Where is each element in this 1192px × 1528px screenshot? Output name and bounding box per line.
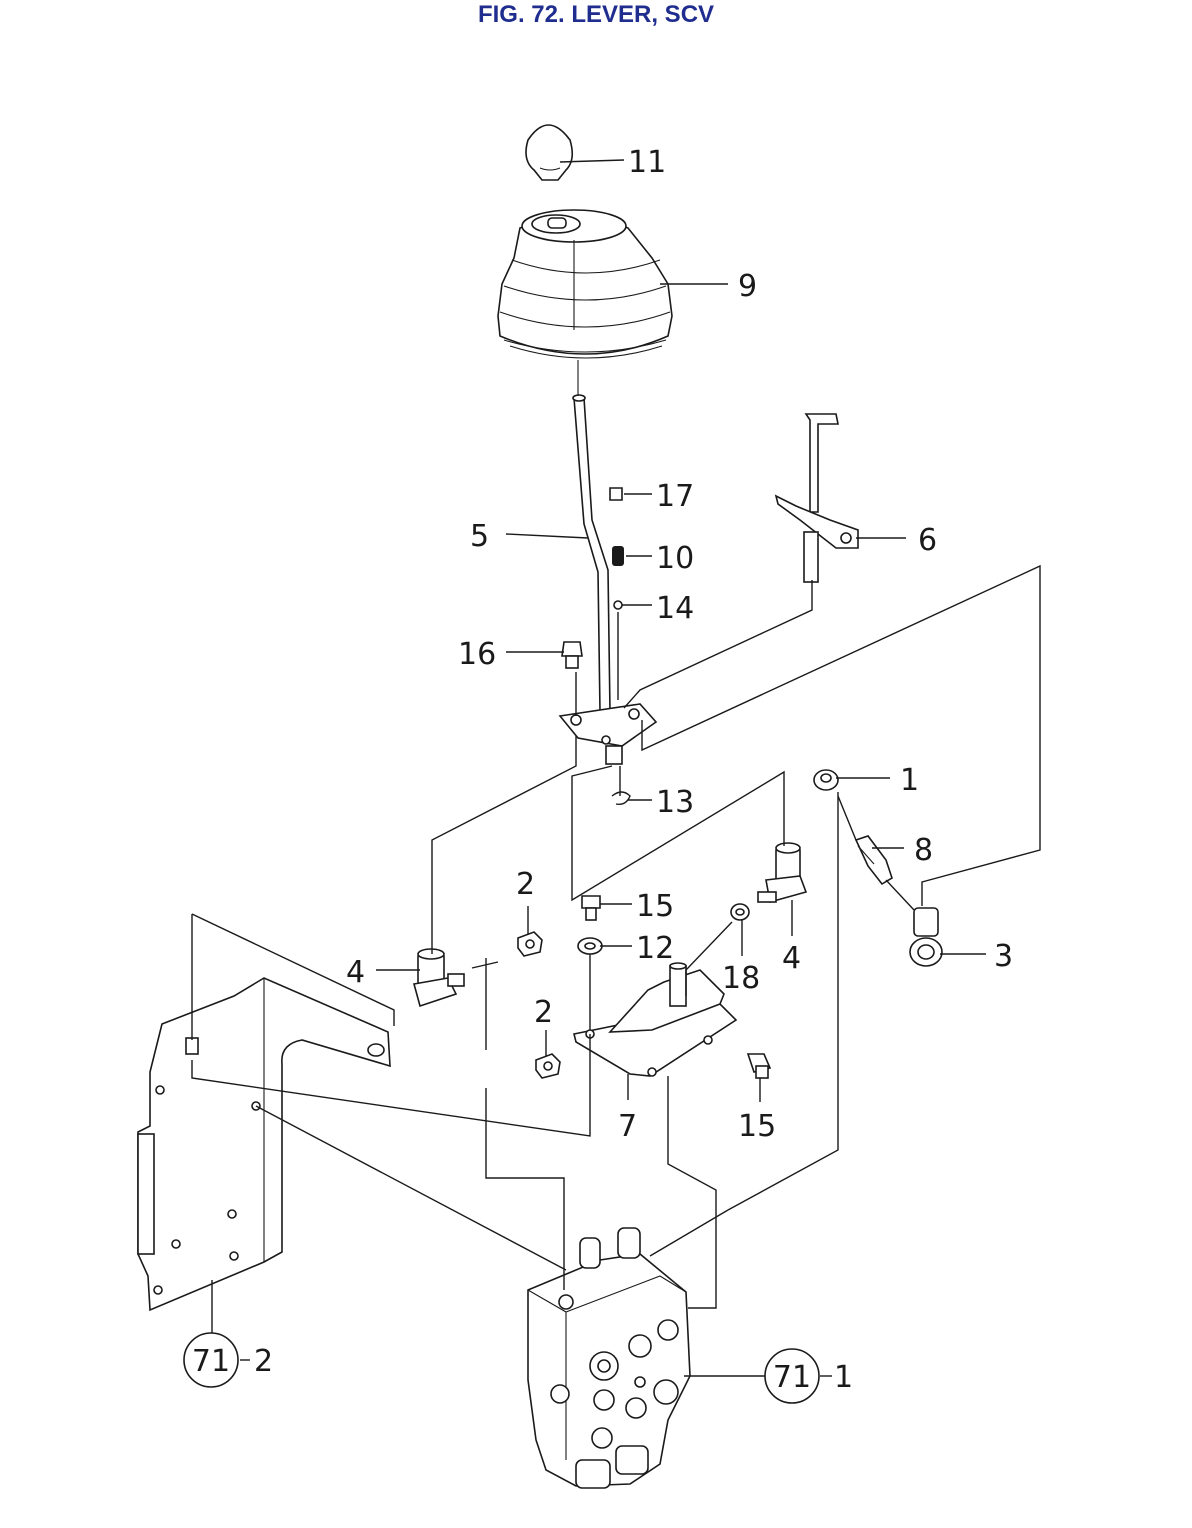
leader-lines [211, 159, 986, 1377]
nut-2a-part [517, 931, 543, 957]
bolt-16-part [561, 641, 583, 669]
fitting-4a-part [412, 948, 465, 1008]
ref-71-1-circle [764, 1348, 820, 1404]
nut-17-part [609, 487, 623, 501]
callout-9: 9 [738, 269, 757, 304]
ref-71-1-suffix: 1 [834, 1360, 853, 1395]
callout-15-upper: 15 [636, 889, 674, 924]
callout-10: 10 [656, 541, 694, 576]
callout-17: 17 [656, 479, 694, 514]
ref-71-2-circle [183, 1332, 239, 1388]
clip-13-part [611, 791, 631, 806]
fitting-4b-part [757, 842, 808, 904]
callout-3: 3 [994, 939, 1013, 974]
boot-part [497, 209, 673, 359]
oring-18-part [730, 903, 750, 921]
callout-12: 12 [636, 931, 674, 966]
bolt-15a-part [581, 895, 601, 921]
callout-16: 16 [458, 637, 496, 672]
ref-71-1-number: 71 [773, 1360, 811, 1395]
callout-2-upper: 2 [516, 867, 535, 902]
assembly-lines [191, 564, 1041, 1309]
ref-71-2-number: 71 [192, 1344, 230, 1379]
washer-12-part [577, 937, 603, 955]
callout-2-lower: 2 [534, 995, 553, 1030]
callout-4-right: 4 [782, 941, 801, 976]
callout-7: 7 [618, 1109, 637, 1144]
mounting-bracket-part [137, 977, 391, 1312]
ball-14-part [613, 600, 623, 610]
callout-18: 18 [722, 961, 760, 996]
callout-8: 8 [914, 833, 933, 868]
callout-13: 13 [656, 785, 694, 820]
linkage-6-part [774, 413, 859, 583]
bracket-7-part [573, 962, 738, 1077]
control-valve-part [527, 1227, 691, 1489]
callout-6: 6 [918, 523, 937, 558]
valve-8-part [854, 835, 893, 886]
callout-5: 5 [470, 519, 489, 554]
callout-1: 1 [900, 763, 919, 798]
bolt-15b-part [746, 1053, 772, 1079]
callout-15-lower: 15 [738, 1109, 776, 1144]
callout-4-left: 4 [346, 955, 365, 990]
ref-71-2-suffix: 2 [254, 1344, 273, 1379]
figure-title: FIG. 72. LEVER, SCV [477, 1, 715, 28]
nut-2b-part [535, 1053, 561, 1079]
callout-11: 11 [628, 145, 666, 180]
spring-10-part [612, 546, 624, 566]
washer-1-part [813, 769, 839, 791]
callout-14: 14 [656, 591, 694, 626]
banjo-3-part [909, 907, 943, 967]
knob-part [525, 124, 574, 181]
